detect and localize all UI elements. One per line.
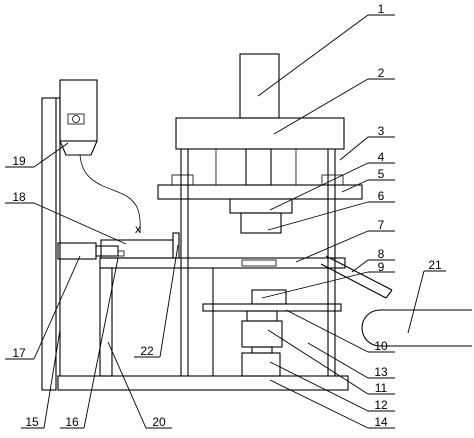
column-posts-part-3 — [180, 149, 336, 376]
label-14: 14 — [374, 415, 388, 429]
support-part-20 — [99, 267, 214, 377]
reference-numerals: 1 2 3 4 5 6 7 8 9 10 13 11 12 14 15 16 1… — [12, 2, 442, 429]
rotary-plate-part-10 — [202, 303, 342, 312]
label-22: 22 — [140, 344, 154, 358]
motor-part-12 — [241, 346, 281, 377]
leader-lines — [5, 14, 446, 429]
svg-text:x: x — [135, 222, 141, 236]
label-11: 11 — [375, 381, 388, 395]
top-plate-part-2 — [175, 117, 345, 150]
label-21: 21 — [428, 258, 442, 272]
piston-rod — [245, 148, 272, 186]
left-frame-part-15 — [41, 97, 61, 391]
chute-part-8 — [320, 255, 393, 299]
label-15: 15 — [25, 415, 39, 429]
label-17: 17 — [12, 346, 26, 360]
label-4: 4 — [378, 150, 385, 164]
hopper-part-19: x — [59, 79, 141, 236]
label-6: 6 — [378, 189, 385, 203]
mold-part-6 — [229, 198, 293, 234]
pusher-part-17 — [57, 242, 119, 260]
coupling-part-11 — [241, 310, 283, 348]
arc-part-21 — [361, 309, 472, 347]
label-2: 2 — [378, 66, 385, 80]
label-9: 9 — [378, 260, 385, 274]
worktable-part-7 — [99, 257, 346, 269]
label-16: 16 — [65, 415, 79, 429]
label-5: 5 — [378, 167, 385, 181]
lower-die-part-9 — [251, 289, 287, 305]
cylinder-part-1 — [239, 53, 280, 119]
label-1: 1 — [378, 2, 385, 16]
label-19: 19 — [12, 154, 26, 168]
feed-box-part-18 — [100, 239, 174, 259]
label-7: 7 — [378, 218, 385, 232]
label-13: 13 — [374, 365, 388, 379]
base-frame-part-14 — [57, 375, 349, 391]
label-10: 10 — [374, 339, 388, 353]
label-18: 18 — [12, 190, 26, 204]
label-20: 20 — [152, 415, 166, 429]
guide-plate-part-4 — [157, 174, 363, 200]
label-12: 12 — [374, 398, 388, 412]
label-8: 8 — [378, 247, 385, 261]
label-3: 3 — [378, 124, 385, 138]
